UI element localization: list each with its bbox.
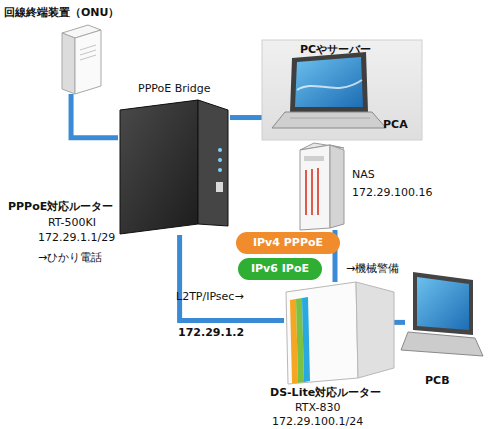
router-icon-part [216, 182, 223, 192]
onu-icon-part [80, 55, 96, 60]
pc-panel-part [297, 80, 362, 90]
router-icon-part [218, 158, 222, 162]
router-icon-part [120, 100, 198, 234]
laptop-icon-part [417, 277, 469, 330]
network-cable [230, 115, 262, 120]
node-title: PCB [425, 374, 450, 387]
onu-icon-part [80, 50, 96, 55]
nas-icon-part [305, 170, 307, 215]
node-title: PPPoE対応ルーター [8, 200, 113, 213]
router-box: PPPoE対応ルーターRT-500KI172.29.1.1/29→ひかり電話 [118, 100, 230, 235]
network-cable [394, 320, 405, 325]
router-box: DS-Lite対応ルーターRTX-830172.29.100.1/24 [284, 282, 394, 383]
laptop-icon-part [401, 332, 483, 356]
laptop-icon-part [413, 272, 473, 335]
node-detail: 172.29.100.1/24 [272, 415, 363, 428]
node-title: 回線終端装置（ONU） [4, 6, 120, 19]
node-detail: RTX-830 [295, 401, 341, 414]
nas-icon-part [311, 169, 313, 215]
router-icon-part [218, 148, 222, 152]
nas-icon-part [304, 156, 324, 161]
node-detail: 172.29.1.1/29 [38, 231, 115, 244]
pc-panel-part [290, 118, 370, 119]
nas-icon [300, 143, 344, 230]
note-label: →機械警備 [346, 262, 399, 275]
node-title: NAS [352, 168, 375, 181]
node-title: IPv6 IPoE [238, 258, 322, 280]
node-detail: RT-500KI [48, 216, 96, 229]
onu-box: 回線終端装置（ONU） [58, 22, 103, 94]
onu-icon-part [62, 33, 75, 94]
node-title: IPv4 PPPoE [236, 232, 340, 254]
node-detail: →ひかり電話 [38, 251, 102, 264]
edge-label: L2TP/IPsec→ [176, 290, 244, 303]
pc-panel-part [295, 57, 363, 107]
pc-panel [262, 40, 422, 140]
nas-icon-part [317, 168, 319, 215]
nas-icon-part [330, 145, 344, 228]
router-icon-part [218, 168, 222, 172]
onu-icon-part [75, 30, 101, 94]
protocol-pill: IPv6 IPoE [238, 258, 322, 280]
onu-icon [62, 25, 101, 94]
edge-label: PPPoE Bridge [138, 82, 211, 95]
pc-panel-part [262, 40, 422, 140]
pc-box: PCやサーバー PCA [262, 40, 422, 140]
nas-box: NAS172.29.100.16 [295, 140, 345, 230]
node-detail: PCA [383, 118, 408, 131]
onu-icon-part [80, 45, 96, 50]
port-address: 172.29.1.2 [178, 326, 244, 339]
router-icon [120, 100, 228, 234]
node-title: DS-Lite対応ルーター [270, 386, 381, 399]
protocol-pill: IPv4 PPPoE [236, 232, 340, 254]
router-icon-part [302, 297, 310, 382]
node-title: PCやサーバー [300, 43, 371, 56]
router-icon-part [286, 282, 358, 384]
nas-icon-part [300, 145, 330, 230]
laptop-box: PCB [405, 268, 485, 360]
pc-panel-part [272, 112, 386, 128]
network-cable [71, 94, 118, 138]
laptop-icon [401, 272, 483, 356]
node-detail: 172.29.100.16 [352, 186, 432, 199]
router-icon-part [356, 282, 394, 378]
pc-panel-part [290, 52, 368, 112]
router-icon-part [198, 100, 228, 226]
router-icon [286, 282, 394, 384]
